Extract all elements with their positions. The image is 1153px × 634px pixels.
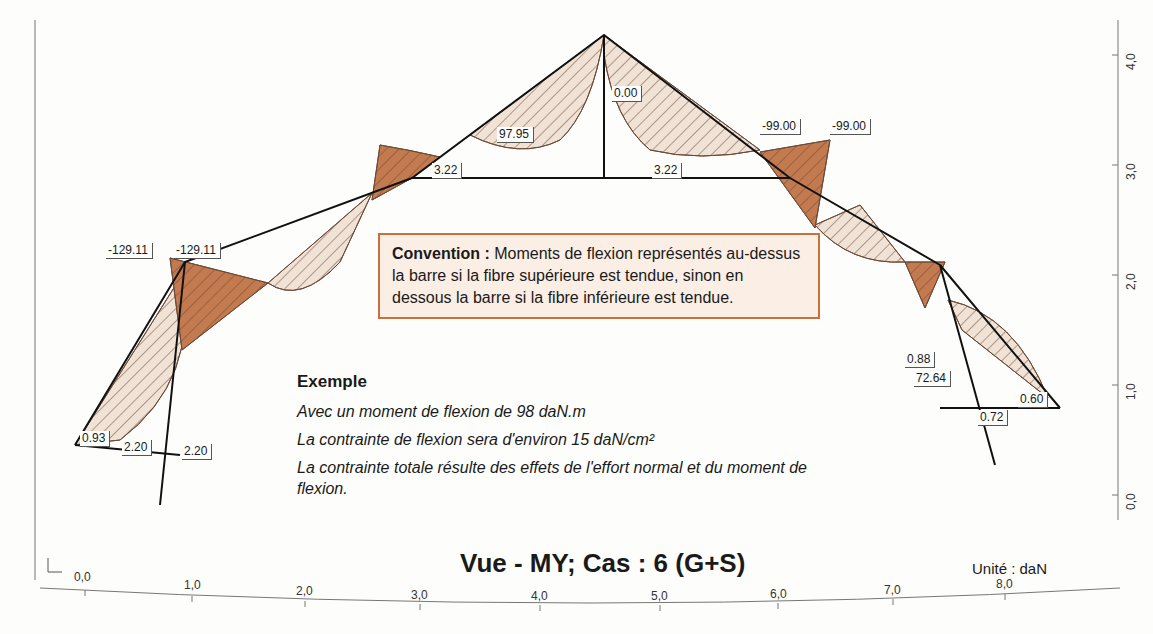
axis-tick: 6,0 bbox=[770, 587, 787, 601]
example-text: Avec un moment de flexion de 98 daN.m bbox=[297, 401, 857, 422]
axis-tick: 1,0 bbox=[1124, 383, 1138, 400]
example-text: La contrainte totale résulte des effets … bbox=[297, 457, 857, 499]
axis-tick: 8,0 bbox=[996, 577, 1013, 591]
moment-value: 3.22 bbox=[652, 163, 682, 179]
moment-value: -129.11 bbox=[174, 243, 221, 259]
moment-value: -99.00 bbox=[760, 119, 801, 135]
axis-tick: 3,0 bbox=[411, 588, 428, 602]
moment-value: 0.88 bbox=[905, 352, 935, 368]
moment-value: 72.64 bbox=[914, 371, 951, 387]
moment-value: 97.95 bbox=[497, 127, 534, 143]
moment-value: 0.60 bbox=[1018, 392, 1048, 408]
moment-value: 0.72 bbox=[978, 410, 1008, 426]
unit-note: Unité : daN bbox=[972, 560, 1047, 577]
axis-tick: 3,0 bbox=[1124, 163, 1138, 180]
example-text: La contrainte de flexion sera d'environ … bbox=[297, 429, 857, 450]
axis-tick: 5,0 bbox=[651, 589, 668, 603]
diagram-title: Vue - MY; Cas : 6 (G+S) bbox=[460, 548, 745, 579]
moment-value: -129.11 bbox=[106, 243, 153, 259]
moment-value: 3.22 bbox=[432, 163, 462, 179]
axis-tick: 7,0 bbox=[884, 583, 901, 597]
axis-tick: 0,0 bbox=[74, 570, 91, 584]
moment-value: 0.00 bbox=[612, 86, 642, 102]
moment-value: 2.20 bbox=[122, 440, 152, 456]
axis-tick: 0,0 bbox=[1124, 493, 1138, 510]
axis-tick: 2,0 bbox=[1124, 273, 1138, 290]
box-heading: Convention : bbox=[392, 245, 490, 262]
moment-value: 0.93 bbox=[80, 431, 110, 447]
moment-value: -99.00 bbox=[830, 119, 871, 135]
axis-tick: 4,0 bbox=[531, 589, 548, 603]
example-heading: Exemple bbox=[297, 372, 367, 392]
axis-tick: 2,0 bbox=[296, 584, 313, 598]
moment-value: 2.20 bbox=[182, 444, 212, 460]
axis-tick: 1,0 bbox=[184, 578, 201, 592]
axis-tick: 4,0 bbox=[1124, 53, 1138, 70]
convention-box: Convention : Moments de flexion représen… bbox=[378, 233, 820, 319]
